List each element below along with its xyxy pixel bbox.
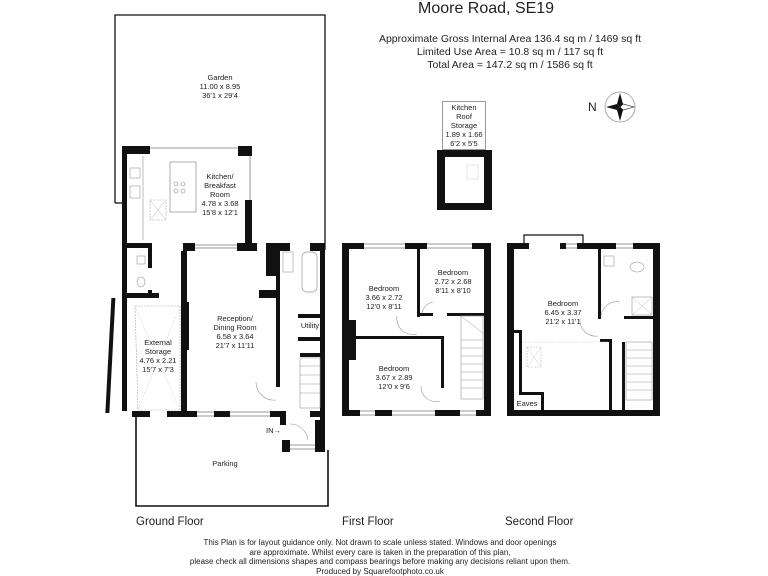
floor-label-first: First Floor <box>342 516 394 528</box>
room-label-reception: Reception/ Dining Room 6.58 x 3.64 21'7 … <box>213 314 257 350</box>
room-label-bedroom-1: Bedroom 3.66 x 2.72 12'0 x 8'11 <box>365 284 403 311</box>
area-summary: Approximate Gross Internal Area 136.4 sq… <box>360 33 660 72</box>
first-floor-plan <box>342 243 491 416</box>
limited-use-area: Limited Use Area = 10.8 sq m / 117 sq ft <box>416 46 604 58</box>
room-label-eaves: Eaves <box>516 399 538 408</box>
compass-north-label: N <box>588 100 597 114</box>
ground-floor-plan <box>105 14 329 507</box>
disclaimer: This Plan is for layout guidance only. N… <box>189 538 571 576</box>
page-title: Moore Road, SE19 <box>418 0 555 17</box>
gross-area: Approximate Gross Internal Area 136.4 sq… <box>378 33 642 45</box>
room-label-parking: Parking <box>212 459 238 468</box>
room-label-kitchen-roof-storage: Kitchen Roof Storage 1.89 x 1.66 6'2 x 5… <box>442 101 486 150</box>
room-label-kitchen: Kitchen/ Breakfast Room 4.78 x 3.68 15'8… <box>201 172 239 217</box>
floor-label-ground: Ground Floor <box>136 516 204 528</box>
room-label-bedroom-second: Bedroom 6.45 x 3.37 21'2 x 11'1 <box>544 299 582 326</box>
room-label-external-storage: External Storage 4.76 x 2.21 15'7 x 7'3 <box>139 338 177 374</box>
kitchen-roof-storage-plan <box>437 135 492 210</box>
entrance-marker: IN→ <box>266 426 281 435</box>
room-label-garden: Garden 11.00 x 8.95 36'1 x 29'4 <box>199 73 241 100</box>
total-area: Total Area = 147.2 sq m / 1586 sq ft <box>427 59 593 71</box>
room-label-utility: Utility <box>300 321 320 330</box>
room-label-bedroom-3: Bedroom 3.67 x 2.89 12'0 x 9'6 <box>375 364 413 391</box>
compass-rose-icon <box>604 91 636 123</box>
second-floor-plan <box>507 234 660 416</box>
floor-label-second: Second Floor <box>505 516 574 528</box>
arrow-right-icon: → <box>273 426 282 435</box>
room-label-bedroom-2: Bedroom 2.72 x 2.68 8'11 x 8'10 <box>434 268 472 295</box>
